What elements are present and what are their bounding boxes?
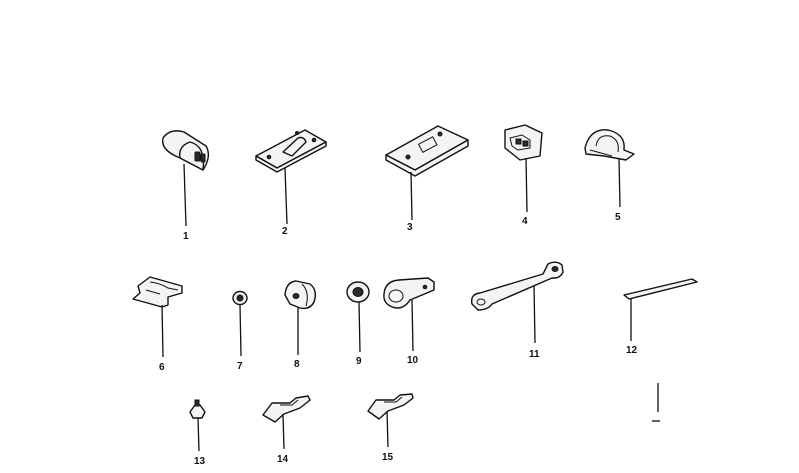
part-4-square-plug[interactable]	[504, 124, 543, 213]
part-12-tie-strip[interactable]	[623, 278, 698, 341]
part-9-grommet-ring[interactable]	[346, 281, 370, 353]
part-label-1: 1	[183, 231, 189, 242]
part-label-6: 6	[159, 362, 165, 373]
part-label-9: 9	[356, 356, 362, 367]
leader-line-mark	[652, 383, 660, 422]
part-label-5: 5	[615, 212, 621, 223]
part-label-14: 14	[277, 454, 289, 465]
part-14-crimp-terminal[interactable]	[262, 395, 311, 450]
part-3-rectangular-block[interactable]	[385, 125, 469, 221]
part-label-10: 10	[407, 355, 419, 366]
part-label-4: 4	[522, 216, 528, 227]
part-label-12: 12	[626, 345, 638, 356]
part-label-7: 7	[237, 361, 243, 372]
part-label-11: 11	[529, 349, 540, 360]
part-10-ring-terminal[interactable]	[383, 277, 435, 352]
part-label-3: 3	[407, 222, 413, 233]
part-13-terminal-pin[interactable]	[189, 399, 206, 452]
part-6-spring-clip[interactable]	[132, 276, 183, 358]
part-11-strap-lever[interactable]	[470, 261, 564, 344]
part-label-8: 8	[294, 359, 300, 370]
part-label-2: 2	[282, 226, 288, 237]
part-7-small-grommet[interactable]	[232, 290, 248, 357]
part-label-13: 13	[194, 456, 206, 467]
part-1-round-connector[interactable]	[161, 130, 210, 227]
part-2-flat-connector-plate[interactable]	[255, 129, 327, 225]
part-8-cable-boot[interactable]	[284, 280, 317, 355]
part-label-15: 15	[382, 452, 394, 463]
part-5-cable-clamp[interactable]	[584, 129, 635, 208]
part-15-crimp-terminal[interactable]	[367, 393, 414, 448]
